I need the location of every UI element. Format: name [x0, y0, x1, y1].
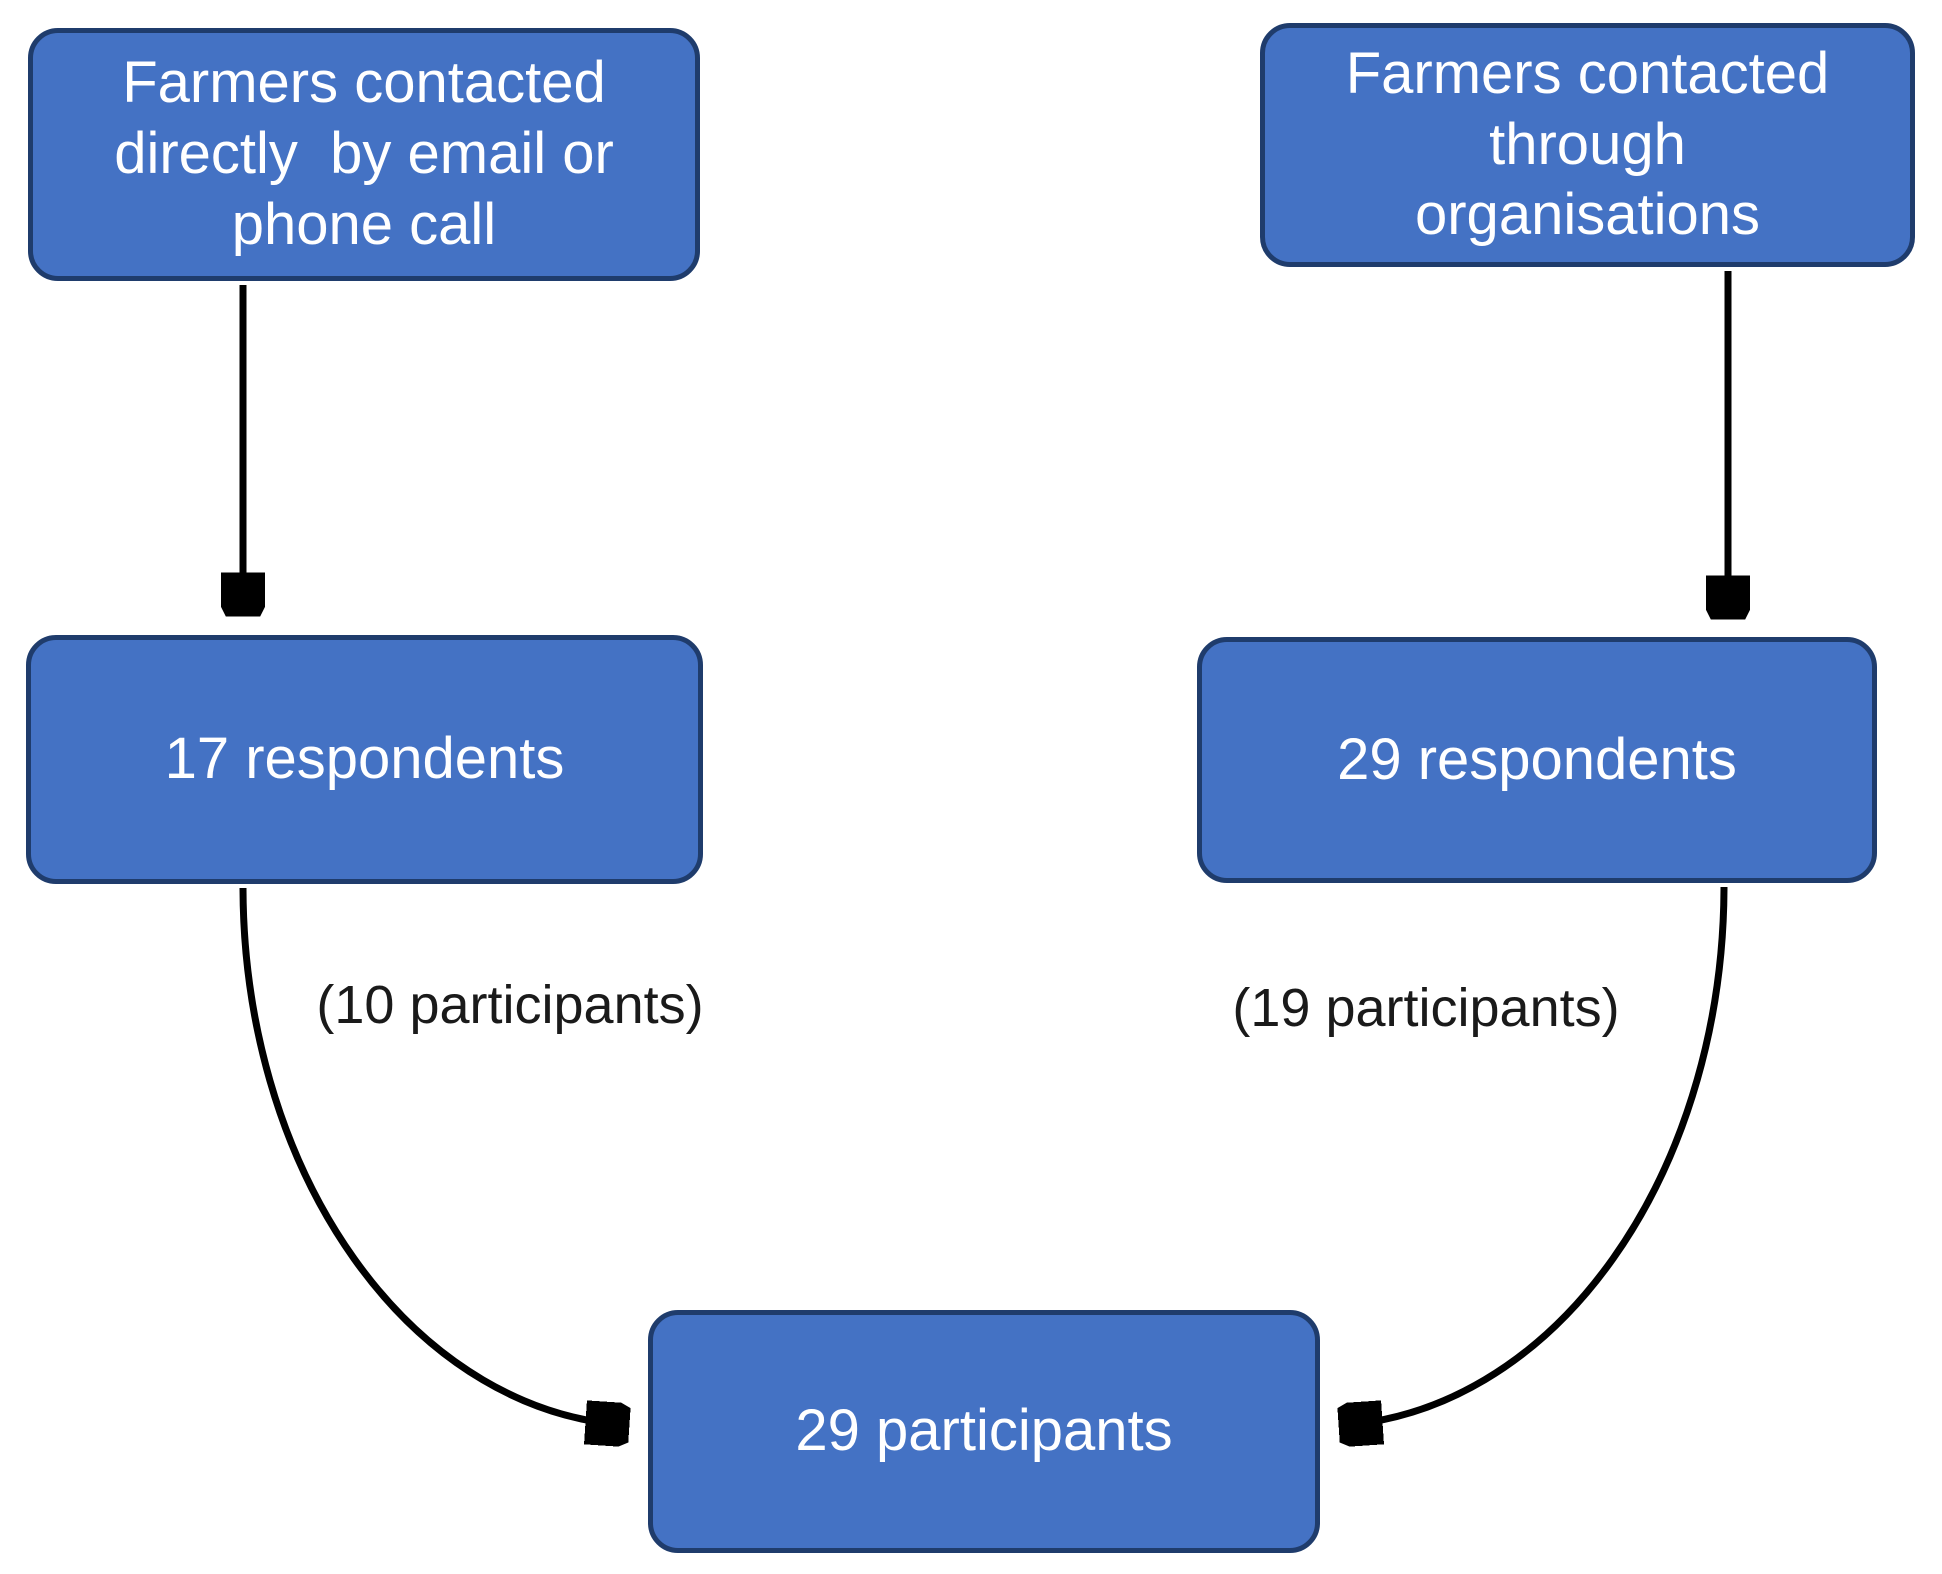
node-29-respondents: 29 respondents — [1197, 637, 1877, 883]
curved-arrow-direct-to-total — [239, 887, 625, 1425]
edge-label-19-participants: (19 participants) — [1232, 978, 1620, 1038]
node-29-participants: 29 participants — [648, 1310, 1320, 1553]
node-17-respondents: 17 respondents — [26, 635, 703, 884]
node-farmers-contacted-directly: Farmers contacted directly by email or p… — [28, 28, 700, 281]
edge-label-10-participants: (10 participants) — [316, 975, 704, 1035]
curved-arrow-orgs-to-total — [1343, 886, 1728, 1425]
node-farmers-contacted-organisations: Farmers contacted through organisations — [1260, 23, 1915, 267]
